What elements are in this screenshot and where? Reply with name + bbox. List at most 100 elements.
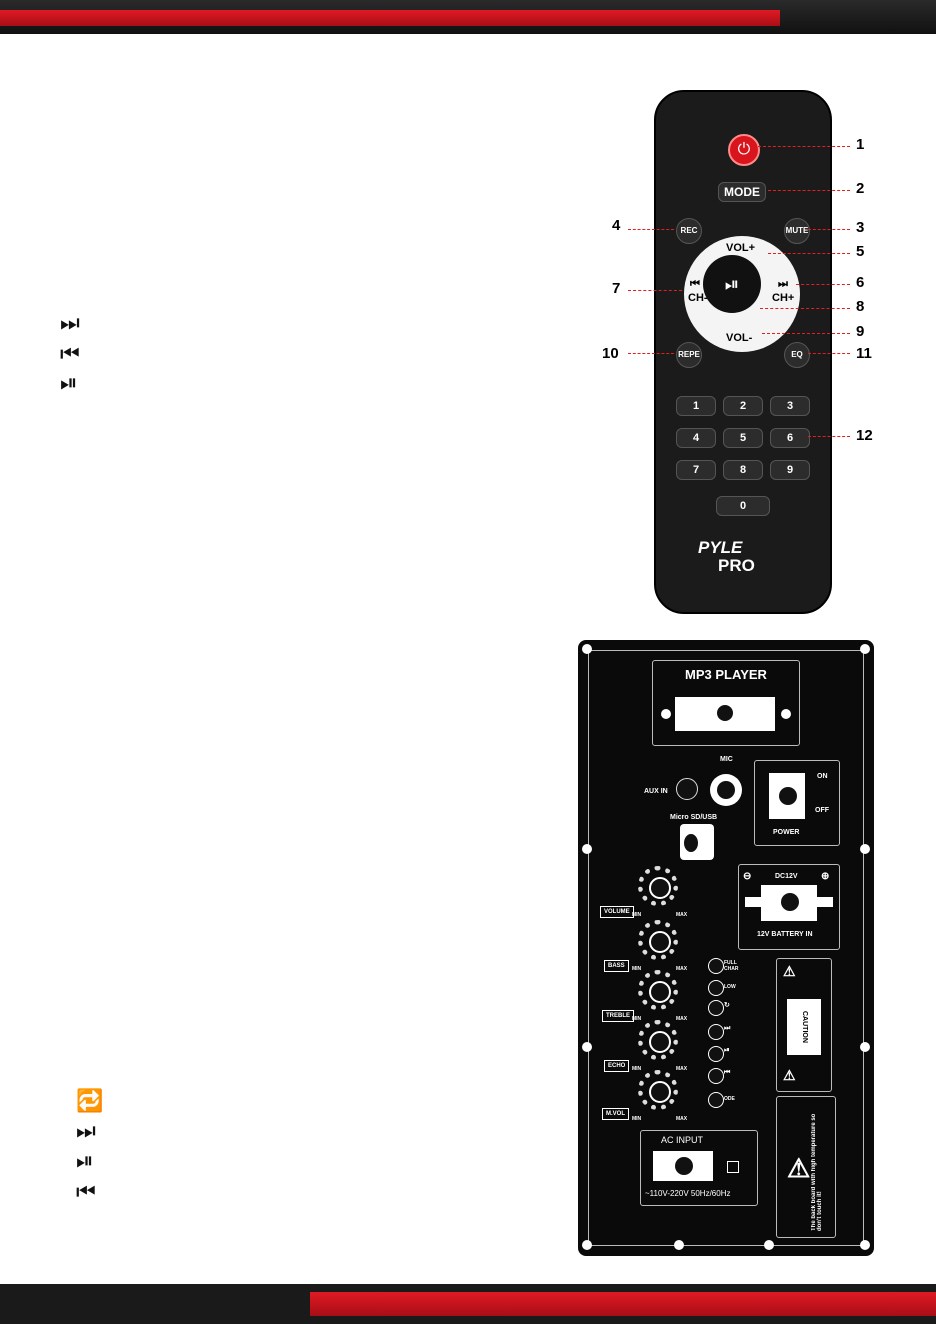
bass-label: BASS (604, 960, 629, 972)
leader-line-7 (628, 290, 682, 291)
previous-button[interactable] (708, 1068, 724, 1084)
ch-up-button[interactable]: CH+ (772, 292, 795, 304)
leader-line-2 (768, 190, 850, 191)
next-button[interactable] (708, 1024, 724, 1040)
micro-sd-usb-port[interactable] (680, 824, 714, 860)
next-track-icon: ⏭ (60, 311, 80, 336)
play-pause-icon: ⏯ (724, 1047, 730, 1054)
leader-line-8 (760, 308, 850, 309)
repeat-icon: ↻ (724, 1002, 730, 1009)
brand-logo-bottom: PRO (718, 556, 755, 575)
volume-knob[interactable] (638, 866, 678, 906)
play-pause-icon: ⏯ (724, 274, 740, 294)
mp3-player-module: MP3 PLAYER (652, 660, 800, 746)
callout-2: 2 (856, 180, 865, 197)
callout-11: 11 (856, 345, 872, 362)
treble-min-label: MIN (632, 1016, 642, 1022)
previous-track-icon: ⏮ (60, 342, 80, 367)
mic-jack[interactable] (710, 774, 742, 806)
exclamation-warning-icon: ⚠ (787, 1153, 811, 1183)
low-label: LOW (724, 984, 736, 990)
top-banner (0, 0, 936, 34)
repeat-button[interactable] (708, 1000, 724, 1016)
play-pause-button[interactable]: ⏯ (703, 255, 761, 313)
dc12v-label: DC12V (775, 873, 798, 880)
rec-button[interactable]: REC (676, 218, 702, 244)
callout-4: 4 (612, 217, 621, 234)
warning-triangle-icon: ⚠ (783, 1067, 796, 1083)
power-on-label: ON (817, 773, 828, 780)
ac-input-module: AC INPUT ~110V-220V 50Hz/60Hz (640, 1130, 758, 1206)
navigation-ring: VOL+ VOL- ⏮ CH- ⏭ CH+ (684, 236, 800, 352)
mode-button[interactable]: MODE (718, 182, 766, 202)
mvol-min-label: MIN (632, 1116, 642, 1122)
mvol-max-label: MAX (676, 1116, 688, 1122)
power-switch[interactable] (779, 787, 797, 805)
repe-button[interactable]: REPE (676, 342, 702, 368)
number-button-1[interactable]: 1 (676, 396, 716, 416)
number-button-2[interactable]: 2 (723, 396, 763, 416)
mvol-knob[interactable] (638, 1070, 678, 1110)
aux-in-jack[interactable] (676, 778, 698, 800)
mute-button[interactable]: MUTE (784, 218, 810, 244)
micro-sd-label: Micro SD/USB (670, 814, 718, 821)
leader-line-3 (808, 229, 850, 230)
warning-triangle-icon: ⚠ (783, 963, 796, 979)
number-button-5[interactable]: 5 (723, 428, 763, 448)
number-button-0[interactable]: 0 (716, 496, 770, 516)
ch-up-icon: ⏭ (778, 278, 788, 290)
ch-down-icon: ⏮ (690, 278, 700, 290)
play-pause-panel-button[interactable] (708, 1046, 724, 1062)
power-off-label: OFF (815, 807, 829, 814)
dc12v-jack[interactable] (781, 893, 799, 911)
number-button-3[interactable]: 3 (770, 396, 810, 416)
full-charge-indicator (708, 958, 724, 974)
dc12v-module: ⊖ DC12V ⊕ 12V BATTERY IN (738, 864, 840, 950)
repeat-icon: 🔁 (76, 1089, 104, 1114)
number-button-9[interactable]: 9 (770, 460, 810, 480)
callout-12: 12 (856, 427, 873, 444)
callout-8: 8 (856, 298, 865, 315)
callout-9: 9 (856, 323, 865, 340)
echo-knob[interactable] (638, 1020, 678, 1060)
mp3-player-screw (717, 705, 733, 721)
mode-panel-button[interactable] (708, 1092, 724, 1108)
volume-max-label: MAX (676, 912, 688, 918)
leader-line-1 (758, 146, 850, 147)
eq-button[interactable]: EQ (784, 342, 810, 368)
power-icon: ⏻ (737, 141, 751, 158)
bottom-banner (0, 1284, 936, 1324)
ch-down-button[interactable]: CH- (688, 292, 708, 304)
callout-1: 1 (856, 136, 865, 153)
play-pause-icon: ⏯ (76, 1149, 94, 1174)
number-button-6[interactable]: 6 (770, 428, 810, 448)
callout-3: 3 (856, 219, 865, 236)
back-panel: MP3 PLAYER MIC AUX IN Micro SD/USB ON OF… (578, 640, 874, 1256)
leader-line-6 (796, 284, 850, 285)
vol-down-button[interactable]: VOL- (726, 332, 753, 344)
power-label: POWER (773, 829, 800, 836)
mvol-label: M.VOL (602, 1108, 629, 1120)
mic-label: MIC (720, 756, 733, 763)
number-button-7[interactable]: 7 (676, 460, 716, 480)
battery-in-label: 12V BATTERY IN (757, 931, 813, 938)
callout-10: 10 (602, 345, 619, 362)
aux-in-label: AUX IN (644, 788, 668, 795)
caution-label-box: ⚠ CAUTION ⚠ (776, 958, 832, 1092)
vol-up-button[interactable]: VOL+ (726, 242, 756, 254)
callout-6: 6 (856, 274, 865, 291)
volume-label: VOLUME (600, 906, 634, 918)
number-button-4[interactable]: 4 (676, 428, 716, 448)
ac-input-socket[interactable] (675, 1157, 693, 1175)
hot-warning-text: The back board with high temperature so … (811, 1113, 823, 1231)
bass-knob[interactable] (638, 920, 678, 960)
play-pause-icon: ⏯ (60, 371, 78, 396)
dc-minus-icon: ⊖ (743, 871, 752, 882)
number-button-8[interactable]: 8 (723, 460, 763, 480)
power-button[interactable]: ⏻ (728, 134, 760, 166)
callout-5: 5 (856, 243, 865, 260)
callout-7: 7 (612, 280, 621, 297)
leader-line-11 (808, 353, 850, 354)
treble-knob[interactable] (638, 970, 678, 1010)
low-battery-indicator (708, 980, 724, 996)
